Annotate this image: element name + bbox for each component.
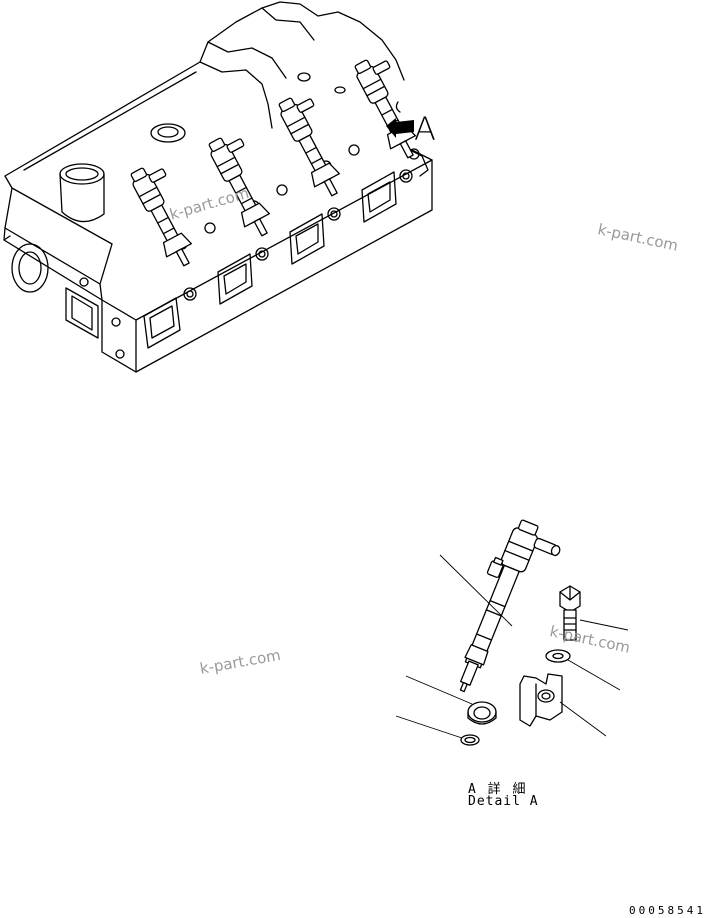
oil-filler-neck [59,163,105,223]
detail-gasket [467,701,497,725]
detail-clamp-bolt [559,585,581,641]
detail-injector [459,519,561,693]
detail-injector-clamp [519,673,563,727]
injector-1 [130,167,192,267]
view-direction-arrow [386,101,414,138]
detail-caption-en: Detail A [468,794,539,809]
injector-3 [278,97,340,197]
drawing-number: 00058541 [629,904,706,917]
detail-o-ring [460,734,480,746]
injector-2 [208,137,270,237]
cylinder-head [3,122,433,373]
rocker-cover [4,1,405,245]
leader-lines [395,554,629,739]
view-label: A [414,110,436,148]
detail-caption-jp: A 詳 細 [468,782,528,797]
detail-washer [545,649,571,663]
